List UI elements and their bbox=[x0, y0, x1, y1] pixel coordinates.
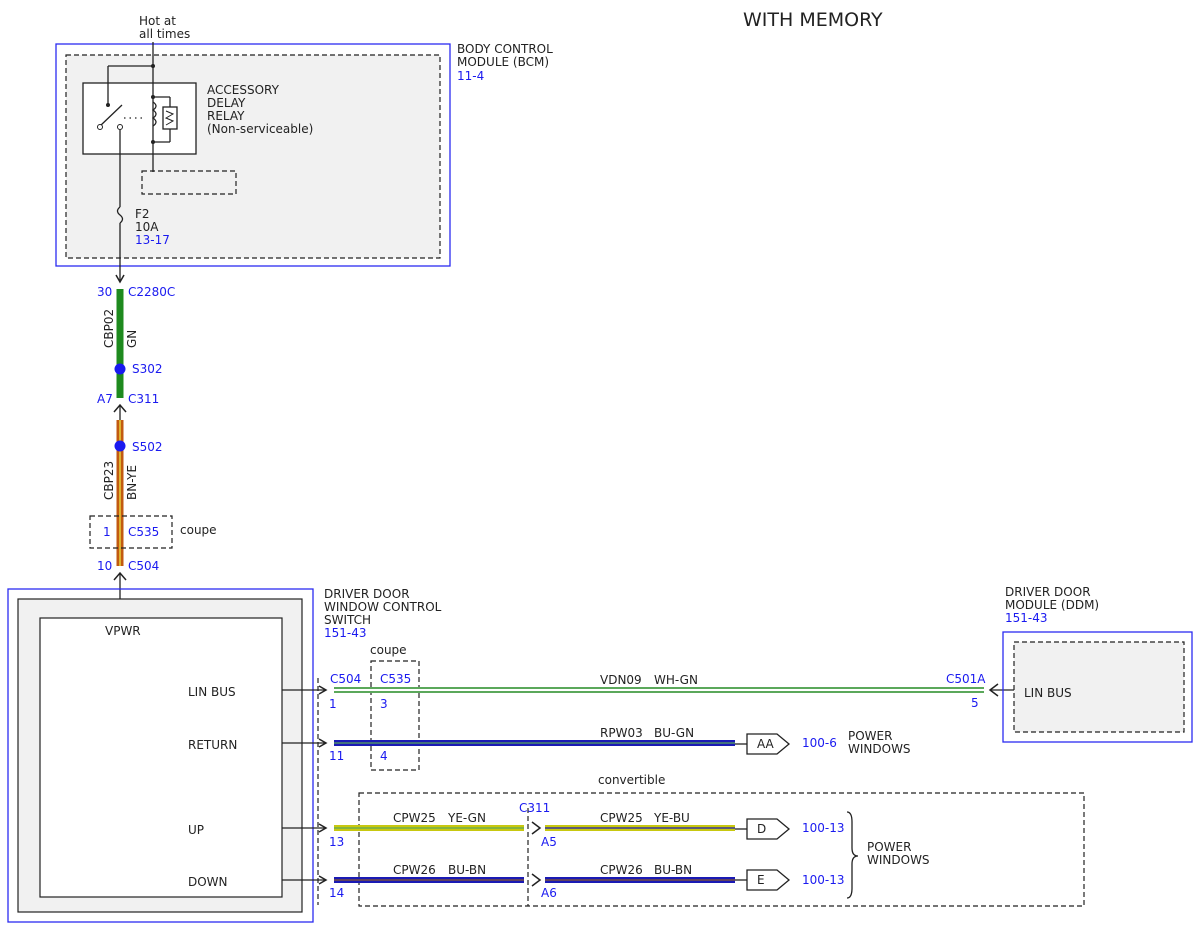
return-pin-c504: 11 bbox=[329, 749, 344, 763]
diagram-title: WITH MEMORY bbox=[743, 9, 883, 31]
switch-pin-up: UP bbox=[188, 823, 204, 837]
bcm-name-line1: BODY CONTROL bbox=[457, 42, 553, 56]
lin-pin-c535: 3 bbox=[380, 697, 388, 711]
c311-down-connector bbox=[531, 873, 542, 887]
bcm-name-line2: MODULE (BCM) bbox=[457, 55, 549, 69]
down-color-b: BU-BN bbox=[654, 863, 692, 877]
relay-name-line2: DELAY bbox=[207, 96, 246, 110]
switch-pin-return: RETURN bbox=[188, 738, 237, 752]
fuse-name: F2 bbox=[135, 207, 150, 221]
supply-label-line1: Hot at bbox=[139, 14, 176, 28]
ddm-module bbox=[1002, 631, 1193, 743]
offpage-e-icon bbox=[735, 869, 791, 891]
fuse-icon bbox=[115, 130, 125, 284]
down-pin-c504: 14 bbox=[329, 886, 344, 900]
ddm-ref-link[interactable]: 151-43 bbox=[1005, 611, 1048, 625]
switch-name-line1: DRIVER DOOR bbox=[324, 587, 410, 601]
switch-pin-lin-bus: LIN BUS bbox=[188, 685, 236, 699]
splice-s502-label[interactable]: S502 bbox=[132, 440, 163, 454]
bcm-ref-link[interactable]: 11-4 bbox=[457, 69, 484, 83]
down-color-a: BU-BN bbox=[448, 863, 486, 877]
switch-name-line2: WINDOW CONTROL bbox=[324, 600, 442, 614]
c535-inline-coupe-note: coupe bbox=[370, 643, 407, 657]
return-ref-link[interactable]: 100-6 bbox=[802, 736, 837, 750]
splice-s302-label[interactable]: S302 bbox=[132, 362, 163, 376]
c311-pin: A7 bbox=[97, 392, 113, 406]
c2280c-connector-link[interactable]: C2280C bbox=[128, 285, 175, 299]
return-dest-line2: WINDOWS bbox=[848, 742, 911, 756]
c311-connector bbox=[113, 403, 127, 420]
lin-pin-c504: 1 bbox=[329, 697, 337, 711]
circuit-cbp02: CBP02 bbox=[102, 309, 116, 348]
c311-connector-link[interactable]: C311 bbox=[128, 392, 159, 406]
lin-circuit: VDN09 bbox=[600, 673, 642, 687]
wire-color-gn: GN bbox=[125, 330, 139, 348]
offpage-e-label: E bbox=[757, 873, 765, 887]
c311-harness-link[interactable]: C311 bbox=[519, 801, 550, 815]
up-circuit-b: CPW25 bbox=[600, 811, 643, 825]
offpage-aa-label: AA bbox=[757, 737, 775, 751]
splice-s502 bbox=[114, 440, 126, 452]
lin-color: WH-GN bbox=[654, 673, 698, 687]
down-ref-link[interactable]: 100-13 bbox=[802, 873, 845, 887]
return-color: BU-GN bbox=[654, 726, 694, 740]
fuse-rating: 10A bbox=[135, 220, 159, 234]
c535-connector-link[interactable]: C535 bbox=[128, 525, 159, 539]
up-circuit-a: CPW25 bbox=[393, 811, 436, 825]
c504-harness-link[interactable]: C504 bbox=[330, 672, 361, 686]
offpage-d-label: D bbox=[757, 822, 766, 836]
switch-ref-link[interactable]: 151-43 bbox=[324, 626, 367, 640]
relay-name-line3: RELAY bbox=[207, 109, 245, 123]
c504-pin: 10 bbox=[97, 559, 112, 573]
c501a-link[interactable]: C501A bbox=[946, 672, 986, 686]
up-pin-c504: 13 bbox=[329, 835, 344, 849]
relay-name-line1: ACCESSORY bbox=[207, 83, 280, 97]
relay-icon bbox=[82, 42, 237, 195]
up-color-a: YE-GN bbox=[447, 811, 486, 825]
circuit-cbp23: CBP23 bbox=[102, 461, 116, 500]
ddm-name-line2: MODULE (DDM) bbox=[1005, 598, 1099, 612]
switch-pin-vpwr: VPWR bbox=[105, 624, 141, 638]
offpage-aa-icon bbox=[735, 733, 791, 755]
power-windows-line2: WINDOWS bbox=[867, 853, 930, 867]
up-pin-c311: A5 bbox=[541, 835, 557, 849]
c504-connector-link[interactable]: C504 bbox=[128, 559, 159, 573]
down-pin-c311: A6 bbox=[541, 886, 557, 900]
convertible-box bbox=[358, 792, 1085, 907]
splice-s302 bbox=[114, 363, 126, 375]
switch-name-line3: SWITCH bbox=[324, 613, 371, 627]
up-color-b: YE-BU bbox=[653, 811, 690, 825]
switch-pin-down: DOWN bbox=[188, 875, 228, 889]
power-windows-line1: POWER bbox=[867, 840, 911, 854]
c501a-connector bbox=[988, 683, 1014, 697]
c535-coupe-box bbox=[89, 515, 173, 549]
bcm-module bbox=[55, 43, 451, 267]
c2280c-pin: 30 bbox=[97, 285, 112, 299]
down-circuit-a: CPW26 bbox=[393, 863, 436, 877]
ddm-pin-lin-bus: LIN BUS bbox=[1024, 686, 1072, 700]
offpage-d-icon bbox=[735, 818, 791, 840]
return-dest-line1: POWER bbox=[848, 729, 892, 743]
relay-name-line4: (Non-serviceable) bbox=[207, 122, 313, 136]
window-switch-module bbox=[7, 588, 314, 923]
fuse-ref-link[interactable]: 13-17 bbox=[135, 233, 170, 247]
supply-label-line2: all times bbox=[139, 27, 190, 41]
c535-pin: 1 bbox=[103, 525, 111, 539]
c535-inline-coupe-box bbox=[370, 660, 420, 771]
c535-harness-link[interactable]: C535 bbox=[380, 672, 411, 686]
return-circuit: RPW03 bbox=[600, 726, 643, 740]
ddm-name-line1: DRIVER DOOR bbox=[1005, 585, 1091, 599]
c535-coupe-note: coupe bbox=[180, 523, 217, 537]
power-windows-brace bbox=[846, 811, 859, 899]
return-pin-c535: 4 bbox=[380, 749, 388, 763]
wire-color-bn-ye: BN-YE bbox=[125, 465, 139, 500]
down-circuit-b: CPW26 bbox=[600, 863, 643, 877]
switch-leads bbox=[282, 678, 328, 905]
lin-pin-c501a: 5 bbox=[971, 696, 979, 710]
convertible-note: convertible bbox=[598, 773, 665, 787]
c311-up-connector bbox=[531, 821, 542, 835]
up-ref-link[interactable]: 100-13 bbox=[802, 821, 845, 835]
